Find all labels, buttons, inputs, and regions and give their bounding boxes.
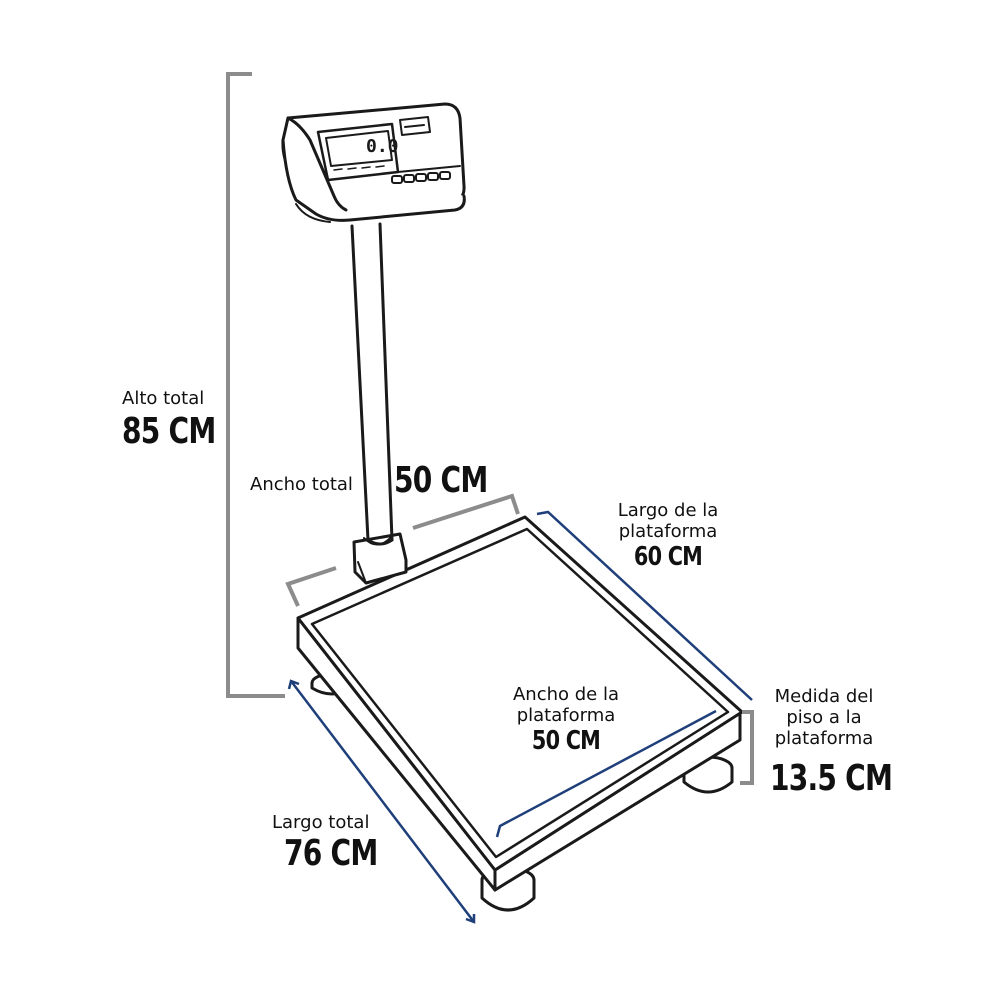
ancho-plataforma-line	[495, 709, 717, 838]
lcd-reading: 0.0	[366, 136, 399, 157]
largo-total-label: Largo total	[272, 812, 370, 833]
ancho-plataforma-annotation: Ancho de la plataforma 50 CM	[496, 684, 636, 756]
alto-total-value: 85 CM	[122, 411, 216, 452]
ancho-total-label: Ancho total	[250, 474, 353, 495]
largo-total-line	[290, 680, 475, 923]
largo-plataforma-value: 60 CM	[633, 542, 703, 572]
medida-piso-label-1: Medida del	[774, 686, 874, 707]
largo-total-value: 76 CM	[284, 833, 378, 874]
ancho-plataforma-label-2: plataforma	[516, 705, 616, 726]
largo-plataforma-annotation: Largo de la plataforma 60 CM	[598, 500, 738, 572]
alto-total-label: Alto total	[122, 388, 205, 409]
largo-plataforma-line	[536, 510, 753, 701]
column-pole	[350, 222, 394, 546]
medida-piso-value: 13.5 CM	[770, 758, 893, 799]
ancho-total-bracket-right	[412, 493, 520, 530]
ancho-plataforma-label-1: Ancho de la	[512, 684, 619, 705]
piso-plataforma-bracket	[740, 710, 754, 785]
largo-plataforma-label-2: plataforma	[618, 521, 718, 542]
ancho-total-value: 50 CM	[394, 460, 488, 501]
medida-piso-annotation: Medida del piso a la plataforma	[762, 686, 886, 749]
largo-plataforma-label-1: Largo de la	[617, 500, 719, 521]
column-base	[352, 532, 408, 585]
indicator-head	[281, 102, 466, 223]
largo-total-annotation: Largo total 76 CM	[272, 812, 404, 874]
alto-total-bracket	[226, 72, 285, 698]
ancho-total-bracket-left	[285, 566, 337, 607]
platform	[296, 515, 744, 892]
medida-piso-label-2: piso a la	[786, 707, 862, 728]
alto-total-annotation: Alto total 85 CM	[122, 388, 242, 452]
medida-piso-label-3: plataforma	[774, 728, 874, 749]
largo-total-arrow-bottom	[465, 914, 476, 924]
ancho-plataforma-value: 50 CM	[531, 726, 601, 756]
largo-total-arrow-top	[287, 679, 300, 690]
